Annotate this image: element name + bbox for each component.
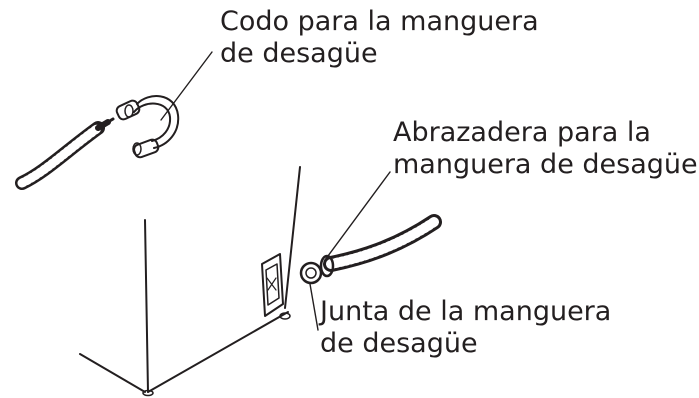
clamp-label-line1: Abrazadera para la (393, 117, 651, 148)
joint-leader-line (309, 283, 319, 331)
elbow-label-line2: de desagüe (220, 38, 378, 69)
corrugated-hose-icon (15, 117, 115, 190)
appliance-outline (79, 166, 301, 397)
joint-label-line1: Junta de la manguera (320, 296, 612, 327)
drain-hose-elbow-icon (115, 95, 180, 159)
clamp-label-line2: manguera de desagüe (393, 149, 698, 180)
attached-drain-hose-icon (323, 214, 442, 272)
joint-label: Junta de la manguera de desagüe (320, 296, 611, 360)
clamp-leader-line (324, 171, 391, 261)
elbow-label-line1: Codo para la manguera (220, 6, 539, 37)
joint-label-line2: de desagüe (320, 328, 478, 359)
hose-clamp-icon (299, 254, 335, 285)
elbow-label: Codo para la manguera de desagüe (220, 6, 539, 70)
drain-outlet-icon (261, 253, 284, 317)
elbow-leader-line (160, 51, 213, 121)
clamp-label: Abrazadera para la manguera de desagüe (393, 117, 698, 181)
